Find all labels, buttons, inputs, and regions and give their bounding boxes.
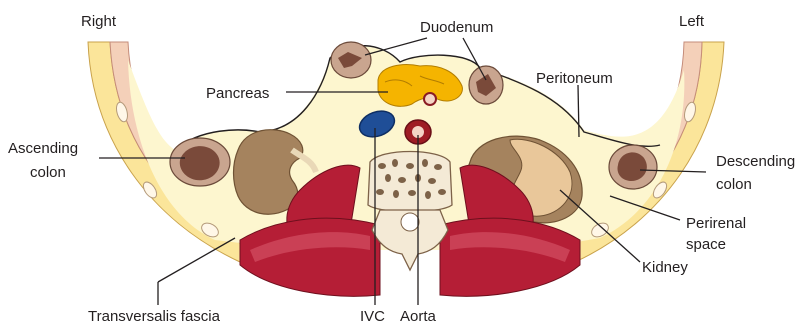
label-peritoneum: Peritoneum xyxy=(536,70,613,87)
label-ivc: IVC xyxy=(360,308,385,325)
label-pancreas: Pancreas xyxy=(206,85,269,102)
label-kidney: Kidney xyxy=(642,259,688,276)
label-ascending-colon-line2: colon xyxy=(30,164,66,181)
label-aorta: Aorta xyxy=(400,308,437,325)
label-left: Left xyxy=(679,13,705,30)
label-ascending-colon-line1: Ascending xyxy=(8,140,78,157)
label-descending-colon-line1: Descending xyxy=(716,153,795,170)
ascending-colon xyxy=(170,138,230,186)
label-descending-colon-line2: colon xyxy=(716,176,752,193)
label-perirenal-space-line1: Perirenal xyxy=(686,215,746,232)
label-perirenal-space-line2: space xyxy=(686,236,726,253)
label-transversalis-fascia: Transversalis fascia xyxy=(88,308,221,325)
vertebral-body xyxy=(368,152,452,212)
descending-colon xyxy=(609,145,657,189)
label-right: Right xyxy=(81,13,117,30)
label-duodenum: Duodenum xyxy=(420,19,493,36)
